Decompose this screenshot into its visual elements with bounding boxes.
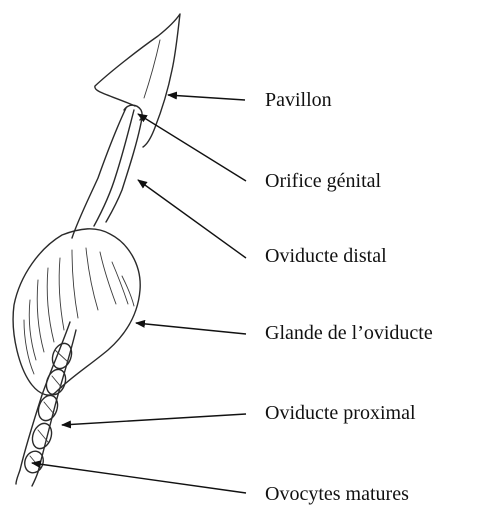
- oviducte-distal-shape: [72, 108, 126, 238]
- label-pavillon: Pavillon: [265, 89, 332, 111]
- label-ovocytes-matures: Ovocytes matures: [265, 483, 409, 505]
- arrow-ovocytes-matures: [32, 463, 246, 493]
- arrow-oviducte-proximal: [62, 414, 246, 425]
- arrow-pavillon: [168, 95, 245, 100]
- arrow-glande-oviducte: [136, 323, 246, 334]
- pavillon-shape: [95, 14, 180, 147]
- label-orifice-genital: Orifice génital: [265, 170, 381, 192]
- arrow-oviducte-distal: [138, 180, 246, 258]
- oviducte-distal-shape-outer: [106, 118, 142, 222]
- pavillon-fold: [144, 40, 160, 98]
- arrow-orifice-genital: [138, 114, 246, 181]
- label-glande-oviducte: Glande de l’oviducte: [265, 322, 433, 344]
- label-oviducte-distal: Oviducte distal: [265, 245, 387, 267]
- glande-hatching: [24, 248, 134, 374]
- label-oviducte-proximal: Oviducte proximal: [265, 402, 416, 424]
